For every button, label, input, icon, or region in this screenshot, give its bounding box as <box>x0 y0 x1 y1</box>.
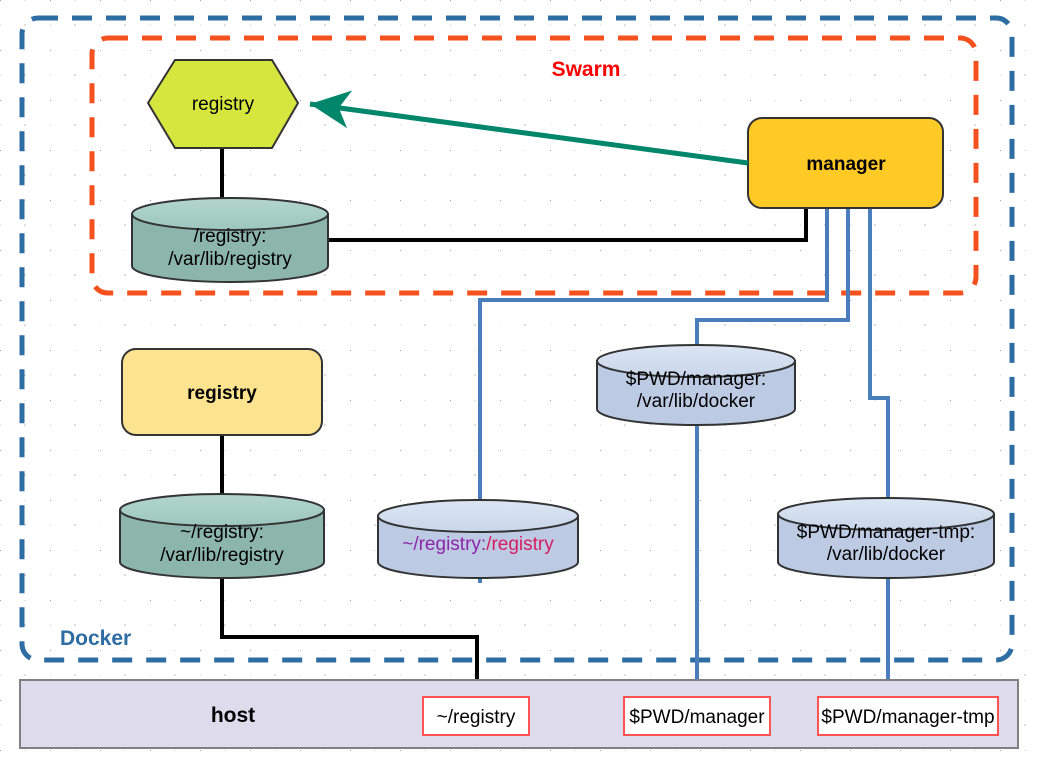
manager-tmp-volume-line2: /var/lib/docker <box>827 544 946 565</box>
host-path-manager-label: $PWD/manager <box>629 707 765 728</box>
zone-docker-label: Docker <box>60 627 131 650</box>
node-docker-registry-container[interactable]: registry <box>121 348 323 436</box>
zone-swarm-label: Swarm <box>552 58 621 81</box>
host-path-registry[interactable]: ~/registry <box>422 696 530 736</box>
registry-bind-volume-part2: /registry <box>486 534 554 555</box>
registry-bind-volume-label: ~/registry:/registry <box>402 534 554 555</box>
docker-registry-volume-line1: ~/registry: <box>180 522 264 543</box>
connector-manager-to-manager-volume <box>695 208 850 690</box>
host-path-manager-tmp-label: $PWD/manager-tmp <box>821 707 994 728</box>
node-docker-registry-volume[interactable]: ~/registry: /var/lib/registry <box>119 493 325 579</box>
node-swarm-registry-service[interactable]: registry <box>146 59 300 149</box>
connector-registry-volume-to-host-path <box>220 575 479 697</box>
manager-tmp-volume-line1: $PWD/manager-tmp: <box>797 522 975 543</box>
host-label: host <box>211 704 255 727</box>
connector-swarm-volume-to-manager <box>328 205 808 242</box>
connector-manager-to-swarm-registry-arrow <box>309 90 749 166</box>
docker-registry-container-label: registry <box>187 383 257 404</box>
docker-registry-volume-line2: /var/lib/registry <box>160 545 284 566</box>
swarm-registry-volume-line2: /var/lib/registry <box>168 249 292 270</box>
registry-bind-volume-part1: ~/registry <box>402 534 481 555</box>
host-path-registry-label: ~/registry <box>437 707 516 728</box>
zone-swarm-border <box>89 35 979 296</box>
swarm-registry-service-label: registry <box>192 94 255 115</box>
zone-docker-border <box>19 15 1015 663</box>
node-manager[interactable]: manager <box>747 117 944 209</box>
manager-label: manager <box>806 154 886 175</box>
manager-volume-line2: /var/lib/docker <box>637 391 756 412</box>
host-path-manager-tmp[interactable]: $PWD/manager-tmp <box>817 696 999 736</box>
node-manager-volume[interactable]: $PWD/manager: /var/lib/docker <box>596 344 796 426</box>
host-path-manager[interactable]: $PWD/manager <box>623 696 771 736</box>
node-registry-bind-volume[interactable]: ~/registry:/registry <box>377 499 579 579</box>
connector-manager-to-registry-bind <box>478 208 829 583</box>
registry-bind-volume-separator: : <box>481 534 486 555</box>
swarm-registry-volume-line1: /registry: <box>194 226 267 247</box>
node-manager-tmp-volume[interactable]: $PWD/manager-tmp: /var/lib/docker <box>777 497 995 579</box>
node-swarm-registry-volume[interactable]: /registry: /var/lib/registry <box>131 197 329 283</box>
manager-volume-line1: $PWD/manager: <box>626 369 766 390</box>
